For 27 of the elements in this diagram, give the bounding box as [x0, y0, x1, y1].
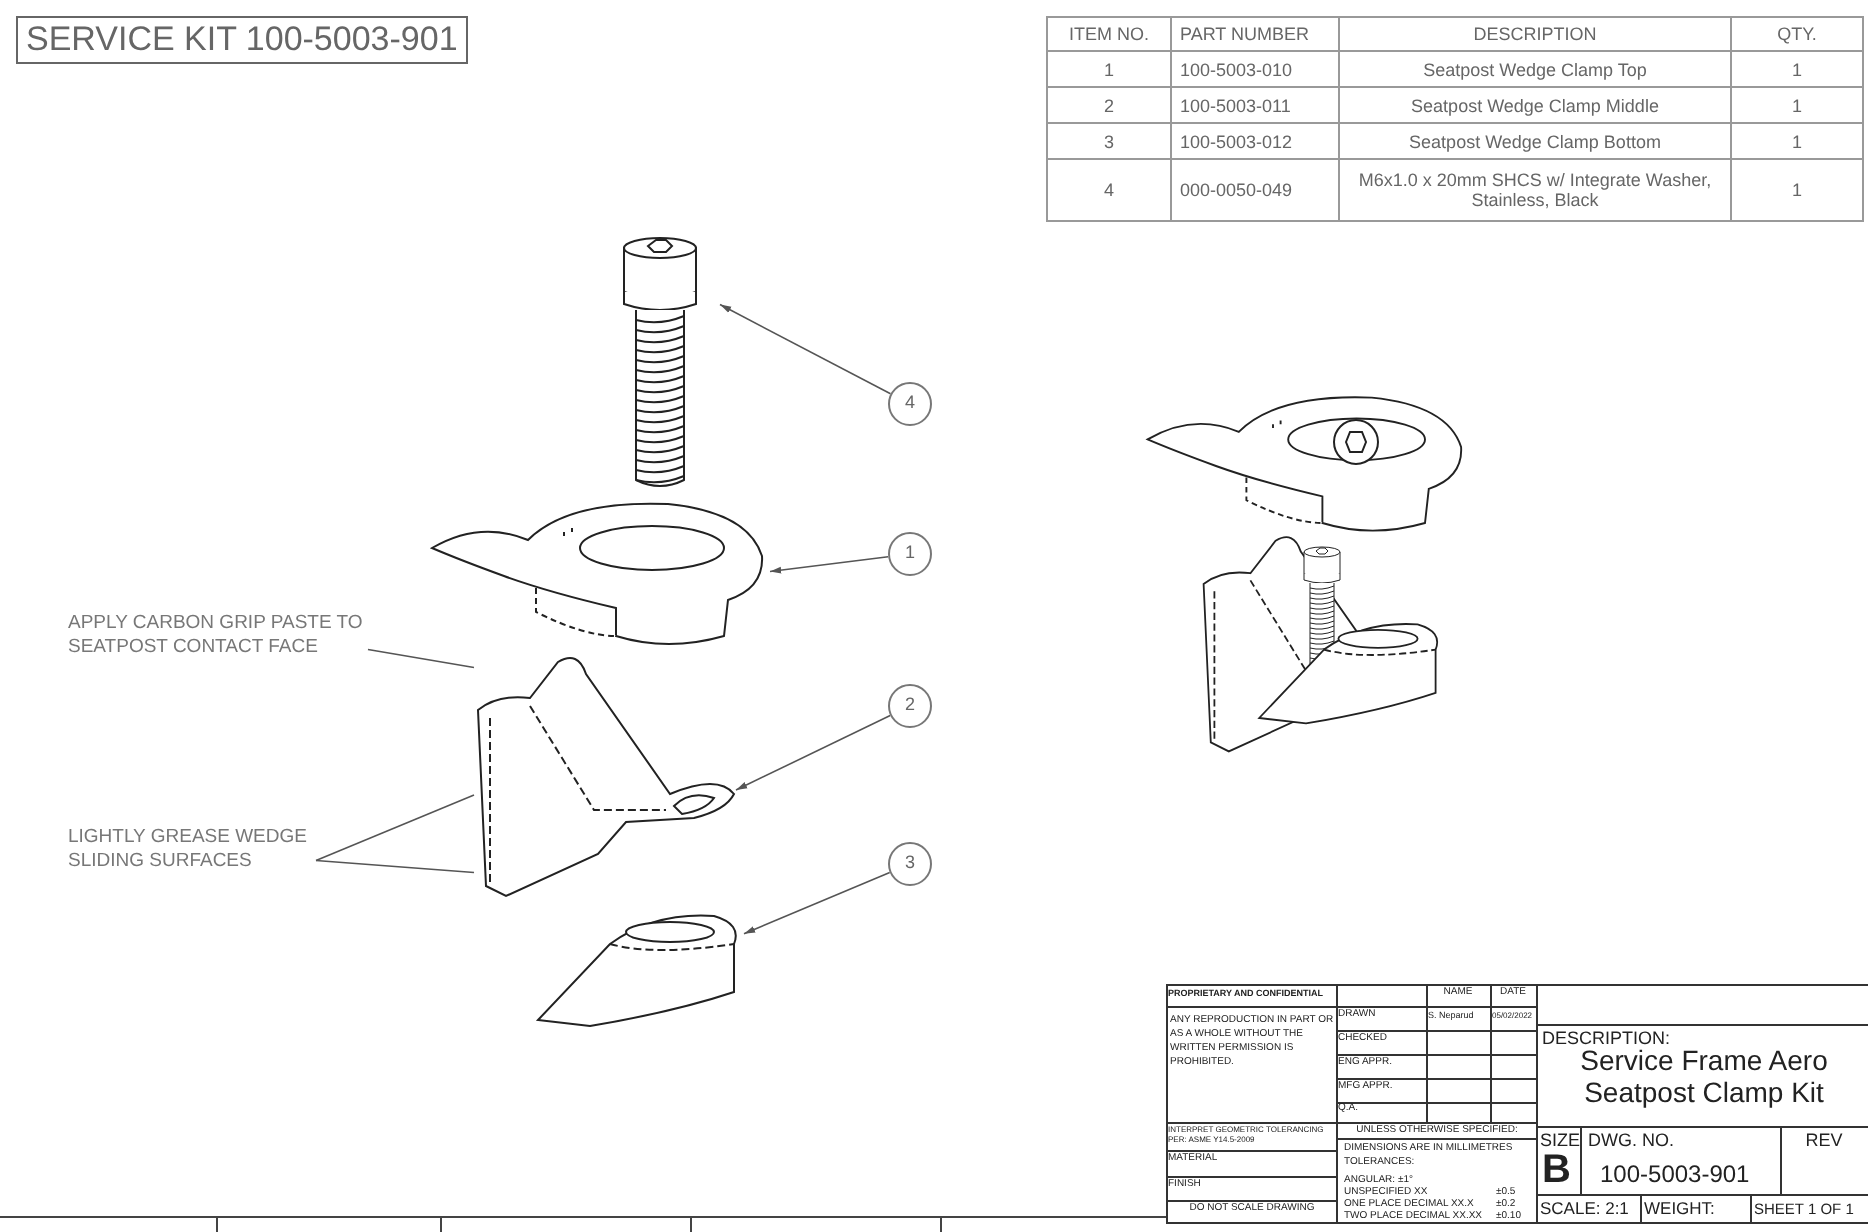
title-block-text: 100-5003-901 — [1600, 1158, 1752, 1188]
title-block-text: SCALE: 2:1 — [1540, 1196, 1631, 1222]
title-block-text: B — [1542, 1148, 1573, 1192]
callout-number: 2 — [888, 684, 932, 728]
table-cell: 1 — [1730, 158, 1864, 222]
title-block-text: DESCRIPTION: — [1542, 1026, 1673, 1046]
title-block-text: REV — [1803, 1128, 1845, 1152]
note-text: LIGHTLY GREASE WEDGE SLIDING SURFACES — [68, 826, 316, 874]
note-text: APPLY CARBON GRIP PASTE TO SEATPOST CONTACT FACE — [68, 612, 368, 664]
callout-number: 4 — [888, 382, 932, 426]
title-block-text: WEIGHT: — [1644, 1196, 1717, 1222]
callout-number: 1 — [888, 532, 932, 576]
column-header: QTY. — [1730, 16, 1864, 52]
leader-arrow — [735, 714, 891, 791]
title-block-text: DWG. NO. — [1588, 1128, 1676, 1152]
leader-arrow — [719, 303, 892, 395]
callout-number: 3 — [888, 842, 932, 886]
drawing-title: SERVICE KIT 100-5003-901 — [16, 16, 468, 64]
column-header: ITEM NO. — [1046, 16, 1172, 52]
table-cell: 4 — [1046, 158, 1172, 222]
leader-line — [367, 648, 475, 669]
leader-arrow — [743, 871, 891, 935]
title-block-text: Service Frame Aero Seatpost Clamp Kit — [1580, 1044, 1830, 1112]
leader-arrow — [769, 555, 889, 574]
leader-line — [315, 794, 475, 862]
leader-line — [315, 859, 475, 874]
title-block-text: SIZE — [1540, 1128, 1580, 1148]
